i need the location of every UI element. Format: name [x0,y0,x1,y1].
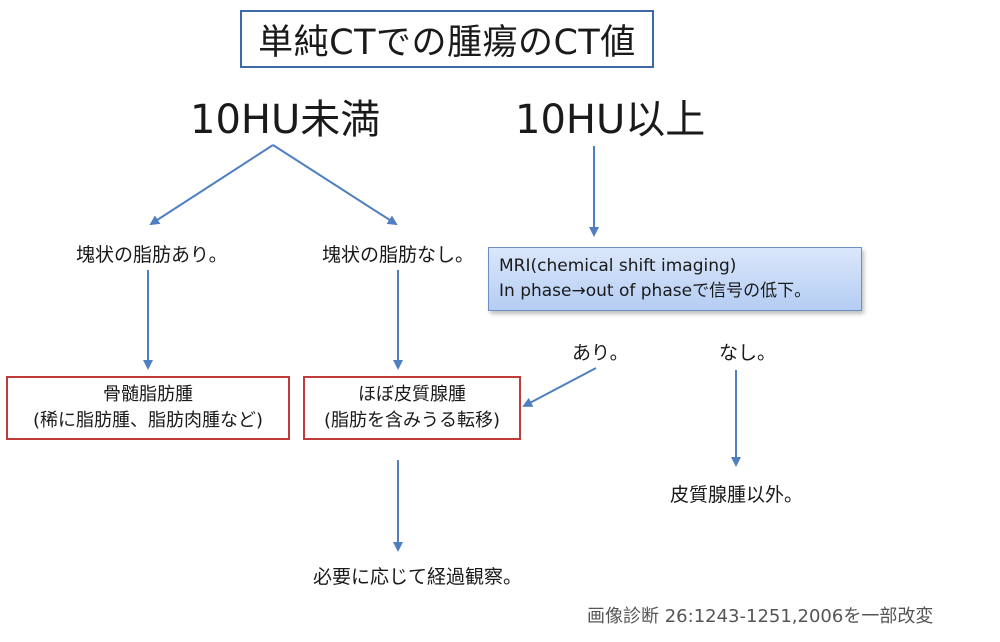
diagram-title: 単純CTでの腫瘍のCT値 [240,10,654,68]
mri-line-2: In phase→out of phaseで信号の低下。 [499,281,812,301]
node-mri: MRI(chemical shift imaging) In phase→out… [488,247,862,311]
node-fat-absent: 塊状の脂肪なし。 [322,244,475,266]
arrow-yes-to-adenoma [522,367,597,407]
node-fat-present: 塊状の脂肪あり。 [76,244,228,266]
citation: 画像診断 26:1243-1251,2006を一部改変 [587,606,934,627]
label-yes: あり。 [572,342,629,364]
heading-10hu-or-more: 10HU以上 [515,97,706,143]
heading-under-10hu: 10HU未満 [190,97,381,143]
myelolipoma-line-2: (稀に脂肪腫、脂肪肉腫など) [32,410,264,431]
adenoma-line-2: (脂肪を含みうる転移) [323,410,501,431]
adenoma-line-1: ほぼ皮質腺腫 [358,384,466,405]
mri-line-1: MRI(chemical shift imaging) [499,256,737,276]
node-follow-up: 必要に応じて経過観察。 [313,566,523,588]
label-no: なし。 [719,342,777,364]
arrow-to-fat-absent [272,144,398,226]
node-myelolipoma: 骨髄脂肪腫 (稀に脂肪腫、脂肪肉腫など) [6,376,290,440]
node-adenoma: ほぼ皮質腺腫 (脂肪を含みうる転移) [303,376,521,440]
arrow-to-fat-present [149,144,274,226]
node-not-adenoma: 皮質腺腫以外。 [670,484,804,506]
myelolipoma-line-1: 骨髄脂肪腫 [103,384,193,405]
